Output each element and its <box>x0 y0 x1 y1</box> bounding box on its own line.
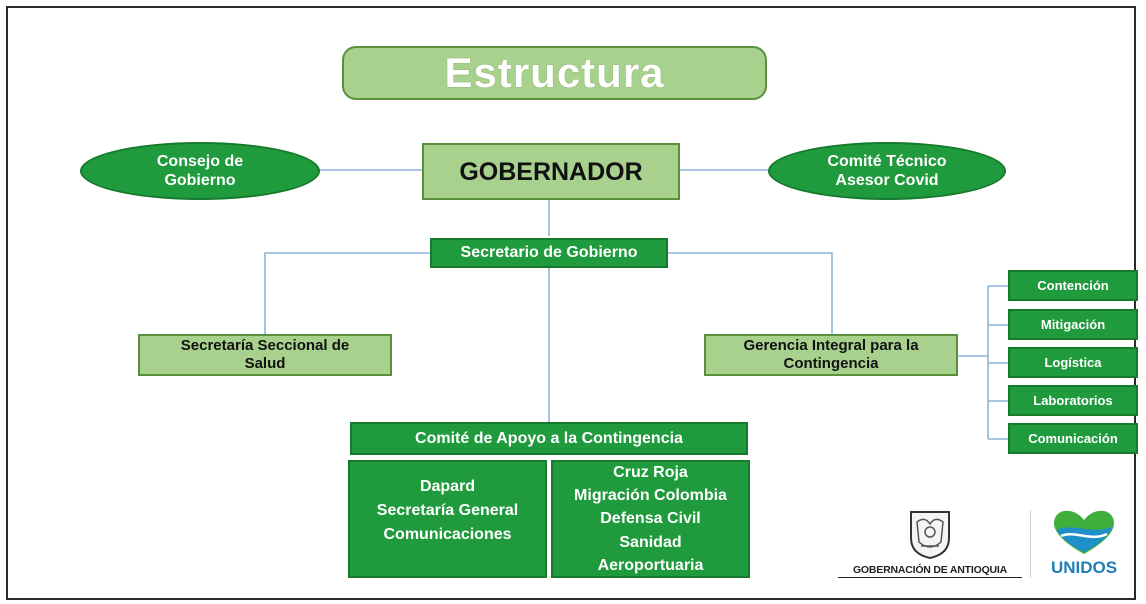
branch-logistica: Logística <box>1008 347 1138 378</box>
branch-mitigacion: Mitigación <box>1008 309 1138 340</box>
apoyo-right-item: Migración Colombia <box>574 487 727 505</box>
unidos-logo: UNIDOS <box>1042 506 1126 582</box>
secretario-de-gobierno-node: Secretario de Gobierno <box>430 238 668 268</box>
branch-laboratorios: Laboratorios <box>1008 385 1138 416</box>
connector-secretario-gerencia <box>668 252 833 334</box>
comite-apoyo-node: Comité de Apoyo a la Contingencia <box>350 422 748 455</box>
unidos-text: UNIDOS <box>1050 558 1118 577</box>
gobernador-node: GOBERNADOR <box>422 143 680 200</box>
comite-tecnico-node: Comité Técnico Asesor Covid <box>768 142 1006 200</box>
branch-comunicacion: Comunicación <box>1008 423 1138 454</box>
apoyo-right-item: Defensa Civil <box>600 510 701 528</box>
apoyo-left-item: Dapard <box>419 478 476 495</box>
gobernacion-antioquia-logo: GOBERNACIÓN DE ANTIOQUIA <box>838 508 1022 580</box>
apoyo-right-group: Cruz Roja Migración Colombia Defensa Civ… <box>551 460 750 578</box>
title-banner: Estructura <box>342 46 767 100</box>
secretaria-seccional-salud-node: Secretaría Seccional de Salud <box>138 334 392 376</box>
slide-frame <box>6 6 1136 600</box>
unidos-heart-icon <box>1054 510 1114 554</box>
logo-divider <box>1030 510 1031 578</box>
connector-secretario-salud <box>264 252 430 334</box>
branch-contencion: Contención <box>1008 270 1138 301</box>
apoyo-right-item: Sanidad <box>619 533 682 551</box>
apoyo-left-item: Comunicaciones <box>383 526 512 543</box>
apoyo-right-item: Cruz Roja <box>613 464 688 482</box>
apoyo-left-group: Dapard Secretaría General Comunicaciones <box>348 460 547 578</box>
apoyo-left-item: Secretaría General <box>376 502 519 519</box>
gerencia-integral-node: Gerencia Integral para la Contingencia <box>704 334 958 376</box>
apoyo-right-item: Aeroportuaria <box>597 556 704 574</box>
gobernacion-text: GOBERNACIÓN DE ANTIOQUIA <box>838 564 1022 578</box>
coat-of-arms-icon <box>910 511 950 560</box>
consejo-de-gobierno-node: Consejo de Gobierno <box>80 142 320 200</box>
